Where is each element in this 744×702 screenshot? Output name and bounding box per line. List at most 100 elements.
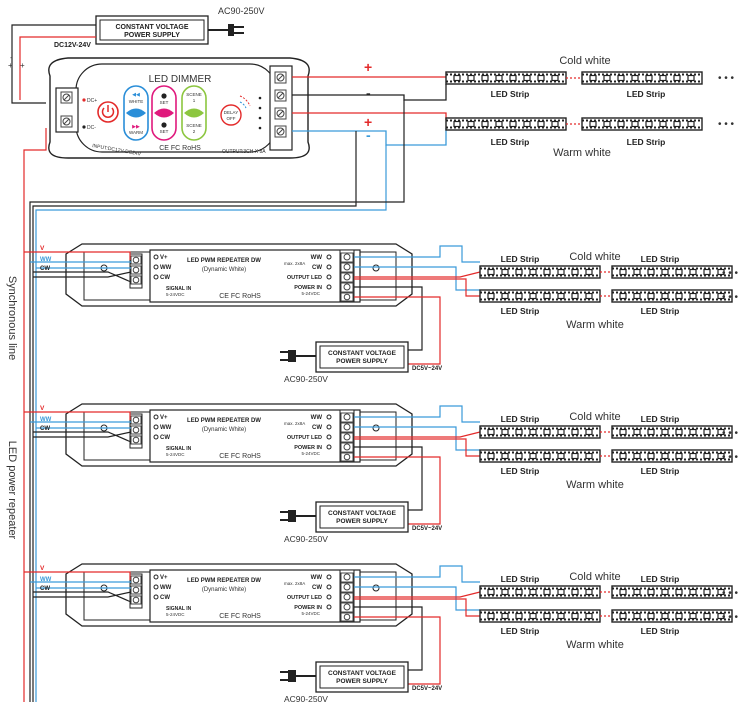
- svg-text:• • •: • • •: [722, 452, 739, 463]
- rep-cw: CW: [160, 595, 170, 601]
- rep-power-in: POWER IN: [294, 445, 322, 451]
- rep-psu-line1: CONSTANT VOLTAGE: [328, 510, 397, 517]
- ac-plug-icon: [280, 350, 296, 362]
- rep-wire-cw: CW: [40, 266, 50, 272]
- rep-warm-label: Warm white: [566, 319, 624, 331]
- top-psu-line1: CONSTANT VOLTAGE: [115, 24, 188, 31]
- repeater-list: V+ WW CW SIGNAL IN 5-24VDC LED PWM REPEA…: [24, 243, 739, 702]
- rep-signal-in: SIGNAL IN: [166, 606, 192, 612]
- repeater-unit: V+ WW CW SIGNAL IN 5-24VDC LED PWM REPEA…: [24, 563, 739, 702]
- repeater-group-3: V+ WW CW SIGNAL IN 5-24VDC LED PWM REPEA…: [24, 563, 739, 702]
- rep-subtitle: (Dynamic White): [202, 587, 246, 593]
- rep-output-led: OUTPUT LED: [287, 435, 322, 441]
- rep-cw-out: CW: [312, 265, 322, 271]
- rep-ce-rohs: CE FC RoHS: [219, 293, 261, 300]
- rep-wire-ww: WW: [40, 257, 52, 263]
- rep-strip-label: LED Strip: [501, 626, 540, 636]
- rep-max-out: max. 2x8A: [284, 581, 305, 586]
- btn-delay-label: DELAY: [224, 110, 238, 115]
- svg-text:+: +: [8, 61, 13, 70]
- strip-ellipsis: • • •: [718, 73, 735, 84]
- rep-subtitle: (Dynamic White): [202, 427, 246, 433]
- top-minus-1: -: [366, 85, 371, 101]
- rep-dc-label: DC5V~24V: [412, 686, 442, 692]
- repeater-unit: V+ WW CW SIGNAL IN 5-24VDC LED PWM REPEA…: [24, 403, 739, 544]
- dimmer-power-button[interactable]: [97, 101, 119, 123]
- led-dimmer: DC+ DC- LED DIMMER ◀◀ WHITE ▶▶ WARM: [48, 57, 310, 159]
- rep-vplus: V+: [160, 255, 168, 261]
- rep-cw-out: CW: [312, 425, 322, 431]
- rep-title: LED PWM REPEATER DW: [187, 258, 261, 264]
- top-output-wires: + - + -: [292, 59, 447, 146]
- rep-strip-label: LED Strip: [501, 414, 540, 424]
- rep-signal-v: 5-24VDC: [166, 452, 185, 457]
- top-psu-line2: POWER SUPPLY: [124, 32, 180, 39]
- dimmer-dc-plus: DC+: [87, 98, 97, 104]
- dimmer-white-warm-buttons[interactable]: ◀◀ WHITE ▶▶ WARM: [123, 85, 149, 141]
- btn-warm-label: WARM: [129, 130, 143, 135]
- strip-ellipsis: • • •: [718, 119, 735, 130]
- top-psu-group: AC90-250V CONSTANT VOLTAGE POWER SUPPLY …: [8, 6, 265, 104]
- dimmer-ce-rohs: CE FC RoHS: [159, 145, 201, 152]
- rep-ww-out: WW: [311, 255, 323, 261]
- rep-warm-label: Warm white: [566, 479, 624, 491]
- side-label-repeater: LED power repeater: [6, 441, 18, 540]
- rep-strip-label: LED Strip: [501, 574, 540, 584]
- rep-ac-label: AC90-250V: [284, 694, 328, 702]
- rep-vplus: V+: [160, 415, 168, 421]
- brightness-up-icon: [161, 93, 167, 99]
- rep-psu-line2: POWER SUPPLY: [336, 518, 388, 525]
- rep-cw: CW: [160, 435, 170, 441]
- ac-plug-icon: [280, 510, 296, 522]
- rep-wire-cw: CW: [40, 586, 50, 592]
- top-minus-2: -: [366, 127, 371, 143]
- top-warm-label: Warm white: [553, 147, 611, 159]
- repeater-unit: V+ WW CW SIGNAL IN 5-24VDC LED PWM REPEA…: [24, 243, 739, 384]
- forward-icon: ▶▶: [132, 124, 140, 130]
- rep-signal-in: SIGNAL IN: [166, 446, 192, 452]
- rep-strip-label: LED Strip: [641, 254, 680, 264]
- sync-bus: [23, 100, 405, 702]
- rep-strip-label: LED Strip: [501, 254, 540, 264]
- btn-scene2-label: SCENE: [186, 123, 202, 128]
- rep-warm-label: Warm white: [566, 639, 624, 651]
- rep-psu-line2: POWER SUPPLY: [336, 678, 388, 685]
- rep-output-led: OUTPUT LED: [287, 595, 322, 601]
- btn-scene1-num: 1: [193, 98, 196, 103]
- rep-strip-label: LED Strip: [501, 306, 540, 316]
- rep-strip-label: LED Strip: [641, 626, 680, 636]
- btn-scene2-num: 2: [193, 129, 196, 134]
- btn-off-label: OFF: [227, 116, 236, 121]
- rep-title: LED PWM REPEATER DW: [187, 418, 261, 424]
- rep-ce-rohs: CE FC RoHS: [219, 613, 261, 620]
- rep-ww: WW: [160, 265, 172, 271]
- rep-ww-out: WW: [311, 415, 323, 421]
- rep-wire-ww: WW: [40, 417, 52, 423]
- svg-text:-: -: [10, 53, 13, 62]
- rep-signal-v: 5-24VDC: [166, 612, 185, 617]
- rep-output-led: OUTPUT LED: [287, 275, 322, 281]
- svg-text:• • •: • • •: [722, 292, 739, 303]
- top-plus-2: +: [364, 114, 372, 130]
- rep-max-out: max. 2x8A: [284, 261, 305, 266]
- rep-psu-line1: CONSTANT VOLTAGE: [328, 350, 397, 357]
- rep-dc-label: DC5V~24V: [412, 526, 442, 532]
- top-cold-label: Cold white: [559, 55, 610, 67]
- dimmer-scene-buttons[interactable]: SCENE 1 SCENE 2: [181, 85, 207, 141]
- rep-signal-in: SIGNAL IN: [166, 286, 192, 292]
- rep-wire-cw: CW: [40, 426, 50, 432]
- rep-power-v: 5-24VDC: [301, 611, 320, 616]
- rep-cw-out: CW: [312, 585, 322, 591]
- rep-strip-label: LED Strip: [641, 306, 680, 316]
- dimmer-set-buttons[interactable]: SET SET: [151, 85, 177, 141]
- svg-text:• • •: • • •: [722, 268, 739, 279]
- rep-ww: WW: [160, 425, 172, 431]
- rep-ww-out: WW: [311, 575, 323, 581]
- dimmer-delay-off-button[interactable]: DELAY OFF: [220, 95, 262, 130]
- repeater-group-1: V+ WW CW SIGNAL IN 5-24VDC LED PWM REPEA…: [24, 243, 739, 384]
- top-strip-label-4: LED Strip: [627, 137, 666, 147]
- top-ac-label: AC90-250V: [218, 6, 265, 16]
- rep-cold-label: Cold white: [569, 411, 620, 423]
- top-plus-1: +: [364, 59, 372, 75]
